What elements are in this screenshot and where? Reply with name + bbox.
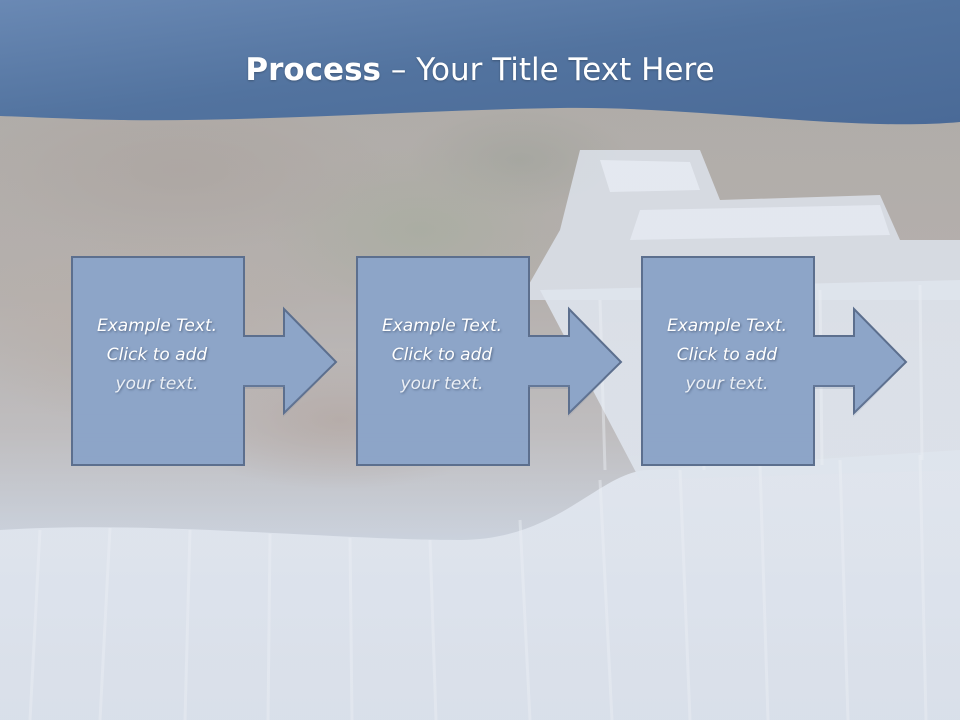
slide-title[interactable]: Process – Your Title Text Here: [0, 52, 960, 88]
step-reflection-1: [71, 258, 341, 468]
step-text-2: Example Text. Click to add your text.: [356, 312, 528, 399]
step-3-line-1: Example Text.: [666, 316, 788, 336]
step-3-line-2: Click to add: [676, 345, 778, 365]
process-step-2[interactable]: Example Text. Click to add your text.: [356, 256, 626, 468]
step-arrow-box-3: [641, 256, 908, 466]
title-bold: Process: [245, 52, 381, 88]
step-3-line-3: your text.: [641, 370, 813, 399]
step-1-line-1: Example Text.: [96, 316, 218, 336]
step-2-line-2: Click to add: [391, 345, 493, 365]
step-1-line-3: your text.: [71, 370, 243, 399]
step-arrow-box-1: [71, 256, 338, 466]
title-rest: – Your Title Text Here: [381, 52, 715, 88]
process-step-1[interactable]: Example Text. Click to add your text.: [71, 256, 341, 468]
step-reflection-3: [641, 258, 911, 468]
step-arrow-box-2: [356, 256, 623, 466]
step-reflection-2: [356, 258, 626, 468]
step-2-line-1: Example Text.: [381, 316, 503, 336]
step-text-1: Example Text. Click to add your text.: [71, 312, 243, 399]
header-band: [0, 0, 960, 125]
process-step-3[interactable]: Example Text. Click to add your text.: [641, 256, 911, 468]
step-text-3: Example Text. Click to add your text.: [641, 312, 813, 399]
step-1-line-2: Click to add: [106, 345, 208, 365]
step-2-line-3: your text.: [356, 370, 528, 399]
